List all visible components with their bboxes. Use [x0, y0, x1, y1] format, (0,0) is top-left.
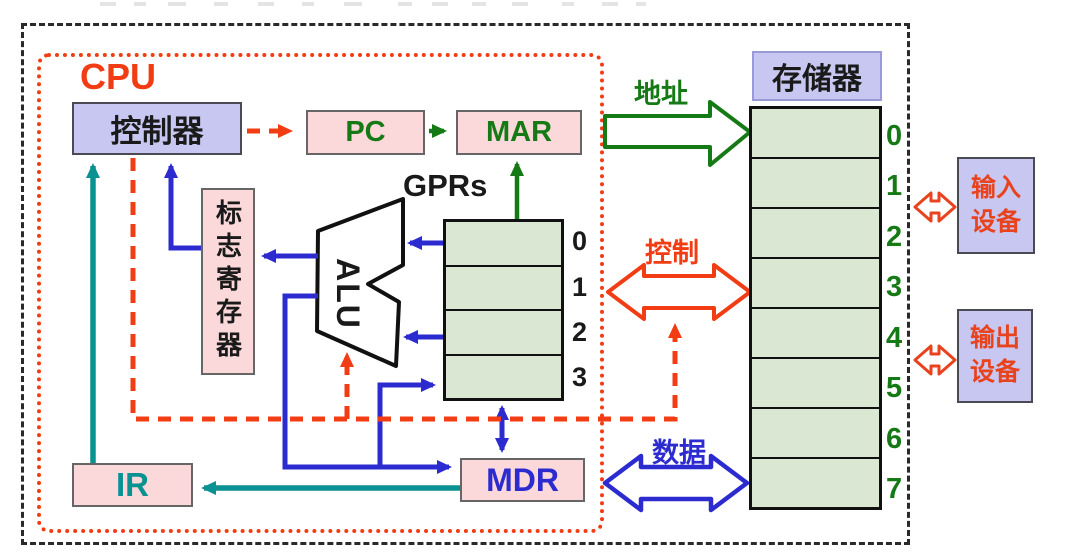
memory-address-4: 4	[886, 322, 903, 354]
memory-address-6: 6	[886, 423, 903, 455]
cropped-text-remnant	[100, 2, 646, 6]
alu-shape	[315, 197, 405, 368]
memory-cell	[752, 409, 879, 459]
gprs-label: GPRs	[403, 168, 488, 203]
ir-register-box: IR	[72, 463, 193, 507]
address-bus-label: 地址	[634, 79, 688, 109]
gpr-cell	[446, 222, 561, 267]
gpr-index-1: 1	[572, 272, 588, 302]
flag-register-label: 标志寄存器	[212, 199, 243, 364]
address-bus-arrow	[603, 100, 752, 167]
output-device-arrow	[913, 344, 957, 376]
data-bus-label: 数据	[652, 438, 706, 468]
gpr-index-0: 0	[572, 226, 588, 256]
green-address-wires	[429, 124, 524, 219]
pc-register-box: PC	[306, 110, 425, 155]
control-bus-arrow	[606, 263, 752, 321]
cpu-label: CPU	[80, 56, 157, 97]
computer-boundary	[21, 23, 910, 545]
memory-cell	[752, 109, 879, 159]
memory-cell	[752, 459, 879, 507]
mdr-register-box: MDR	[460, 458, 585, 502]
input-device-box: 输入设备	[957, 157, 1035, 254]
memory-label-box: 存储器	[752, 51, 882, 101]
gpr-cell	[446, 266, 561, 311]
memory-cell	[752, 309, 879, 359]
memory-address-7: 7	[886, 473, 903, 505]
control-bus-label: 控制	[645, 238, 699, 268]
memory-address-2: 2	[886, 221, 903, 253]
gpr-index-3: 3	[572, 362, 588, 392]
memory-address-1: 1	[886, 170, 903, 202]
input-device-arrow	[913, 191, 957, 223]
data-bus-arrow	[602, 453, 750, 513]
teal-instruction-wires	[86, 163, 460, 495]
red-control-wires	[130, 124, 682, 422]
memory-address-5: 5	[886, 372, 903, 404]
memory-cell	[752, 209, 879, 259]
gpr-cell	[446, 355, 561, 398]
memory-cell	[752, 159, 879, 209]
memory-array	[749, 106, 882, 510]
mar-register-box: MAR	[456, 110, 582, 155]
input-device-label: 输入设备	[970, 173, 1021, 236]
controller-box: 控制器	[72, 102, 242, 155]
gpr-register-file	[443, 219, 564, 401]
output-device-label: 输出设备	[969, 324, 1020, 386]
memory-address-3: 3	[886, 271, 903, 303]
memory-address-0: 0	[886, 120, 903, 152]
gpr-cell	[446, 311, 561, 356]
gpr-index-2: 2	[572, 317, 588, 347]
flag-register-box: 标志寄存器	[201, 188, 255, 375]
output-device-box: 输出设备	[957, 309, 1033, 403]
alu-label: ALU	[330, 258, 366, 330]
memory-cell	[752, 359, 879, 409]
cpu-boundary	[37, 53, 604, 533]
blue-data-wires	[164, 163, 509, 474]
memory-cell	[752, 259, 879, 309]
